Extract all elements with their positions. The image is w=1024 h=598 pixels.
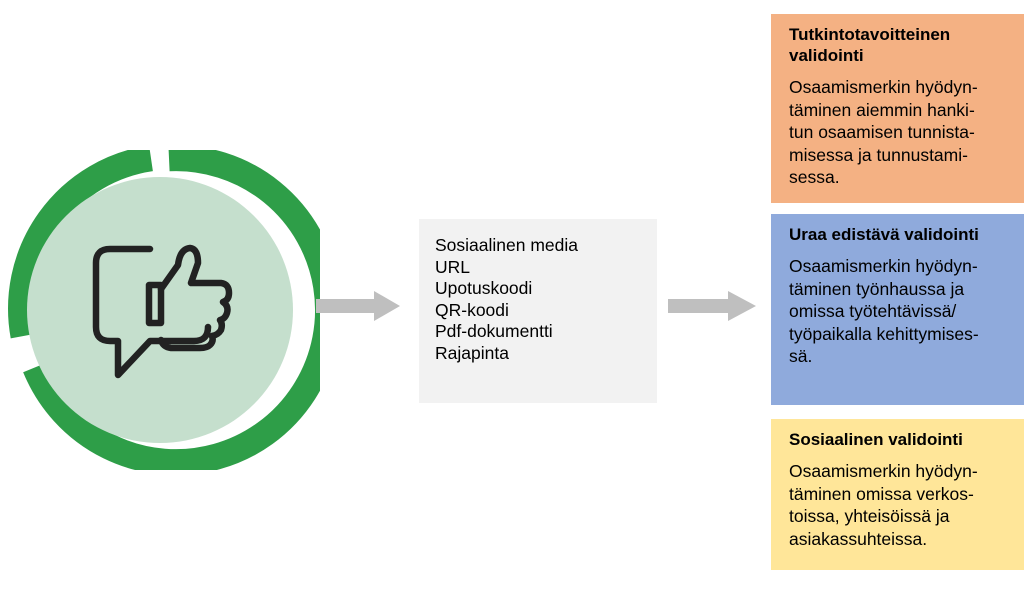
validation-box-career: Uraa edistävä validointi Osaamismerkin h…: [771, 214, 1024, 405]
channel-item: Upotuskoodi: [435, 278, 533, 298]
channel-item: URL: [435, 256, 471, 277]
channel-item: QR-koodi: [435, 299, 509, 320]
sharing-channels-box: Sosiaalinen media URL Upotuskoodi QR-koo…: [419, 219, 657, 403]
badge-ring: [8, 150, 320, 470]
validation-body: Osaamismerkin hyödyn- täminen omissa ver…: [789, 461, 978, 549]
channel-item: Rajapinta: [435, 342, 509, 363]
validation-title: Sosiaalinen validointi: [789, 430, 963, 449]
validation-title: Uraa edistävä validointi: [789, 225, 979, 244]
flow-arrow-2: [668, 291, 756, 321]
channel-item: Pdf-dokumentti: [435, 321, 553, 341]
thumbs-up-speech-bubble-icon: [92, 244, 233, 379]
validation-body: Osaamismerkin hyödyn- täminen aiemmin ha…: [789, 77, 978, 187]
channel-item: Sosiaalinen media: [435, 235, 579, 255]
validation-box-degree: Tutkintotavoitteinen validointi Osaamism…: [771, 14, 1024, 203]
ring-segment-large: [23, 150, 320, 470]
validation-title: Tutkintotavoitteinen validointi: [789, 25, 951, 65]
flow-arrow-1: [316, 291, 400, 321]
validation-box-social: Sosiaalinen validointi Osaamismerkin hyö…: [771, 419, 1024, 570]
ring-segment-small: [8, 150, 154, 339]
validation-body: Osaamismerkin hyödyn- täminen työnhaussa…: [789, 256, 979, 366]
